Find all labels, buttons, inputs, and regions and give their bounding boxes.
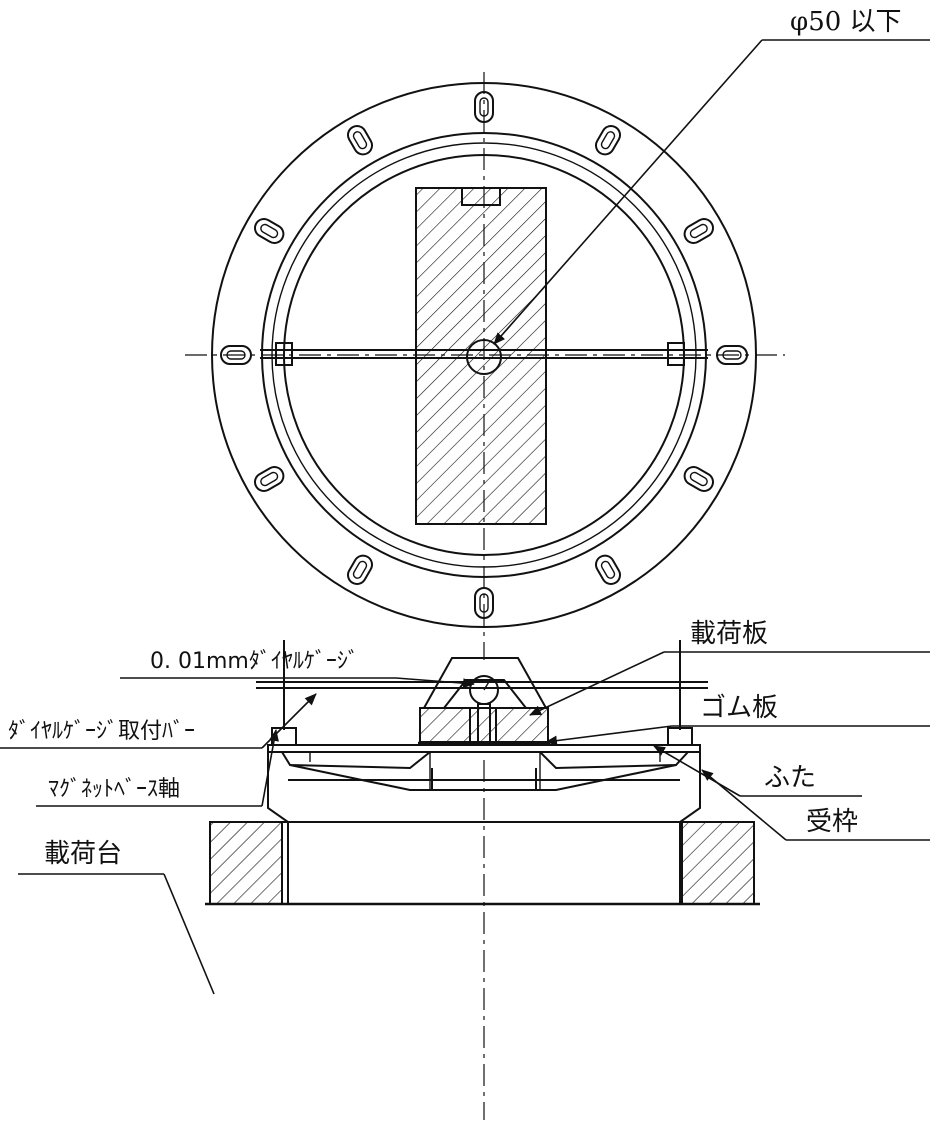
loading-plate-plan <box>415 187 547 525</box>
bolt-slot-inner <box>600 131 616 150</box>
bolt-slot <box>347 125 373 156</box>
plan-bar-right-clamp <box>667 342 685 366</box>
loading-table-left <box>209 821 283 905</box>
hole-diameter-callout: φ50 以下 <box>493 7 930 345</box>
loading-plate-section <box>419 707 549 743</box>
bolt-slot <box>595 125 621 156</box>
bolt-slot-inner <box>600 560 616 579</box>
rubber-plate-label: ゴム板 <box>700 693 778 723</box>
cover-right-taper <box>535 764 677 791</box>
cover-right-rib <box>539 751 689 770</box>
bolt-slot <box>595 554 621 585</box>
loading-table-right <box>681 821 755 905</box>
cover-left-taper <box>289 764 433 791</box>
loading-table-label: 載荷台 <box>44 839 122 869</box>
magnet-base-right <box>667 727 693 746</box>
hole-diameter-label: φ50 以下 <box>790 7 902 37</box>
flange-outer-circle <box>211 82 757 628</box>
bolt-slot-inner <box>479 97 489 117</box>
section-view <box>205 640 760 1120</box>
bolt-slot <box>254 466 285 492</box>
bolt-slot-inner <box>722 350 742 360</box>
load-frame-inner <box>443 679 527 709</box>
center-hole <box>466 339 502 375</box>
cover-left-rib <box>281 751 431 770</box>
loading-plate-label: 載荷板 <box>690 619 768 649</box>
bolt-slots <box>220 91 748 619</box>
plate-gauge-slot <box>469 707 497 743</box>
frame-inner-circle <box>261 132 707 578</box>
magnet-base-shaft-label: ﾏｸﾞﾈｯﾄﾍﾞｰｽ軸 <box>48 777 180 802</box>
bolt-slot-inner <box>260 223 279 239</box>
cover-label: ふた <box>764 763 816 793</box>
bolt-slot <box>254 218 285 244</box>
bolt-slot <box>474 587 494 619</box>
bolt-slot-inner <box>479 593 489 613</box>
bolt-slot-inner <box>689 223 708 239</box>
dial-gauge-label: 0. 01mmﾀﾞｲﾔﾙｹﾞｰｼﾞ <box>150 649 359 674</box>
cover-top-flange <box>267 744 701 753</box>
bolt-slot-inner <box>260 471 279 487</box>
bolt-slot <box>220 345 252 365</box>
frame-label: 受枠 <box>806 807 858 837</box>
bolt-slot-inner <box>689 471 708 487</box>
frame-step-circle <box>271 142 697 568</box>
dial-gauge-stem <box>477 703 491 745</box>
bolt-slot-inner <box>352 131 368 150</box>
plan-bar-left-clamp <box>275 342 293 366</box>
bolt-slot <box>683 466 714 492</box>
plan-view <box>185 72 785 660</box>
section-labels: 載荷板 0. 01mmﾀﾞｲﾔﾙｹﾞｰｼﾞ ゴム板 ﾀﾞｲﾔﾙｹﾞｰｼﾞ取付ﾊﾞ… <box>0 619 930 995</box>
bolt-slot-inner <box>352 560 368 579</box>
gauge-mount-bar-label: ﾀﾞｲﾔﾙｹﾞｰｼﾞ取付ﾊﾞｰ <box>8 719 195 744</box>
plate-notch <box>461 188 501 206</box>
bolt-slot-inner <box>226 350 246 360</box>
bolt-slot <box>474 91 494 123</box>
bolt-slot <box>716 345 748 365</box>
bolt-slot <box>683 218 714 244</box>
frame-right-profile <box>679 745 701 904</box>
bolt-slot <box>347 554 373 585</box>
